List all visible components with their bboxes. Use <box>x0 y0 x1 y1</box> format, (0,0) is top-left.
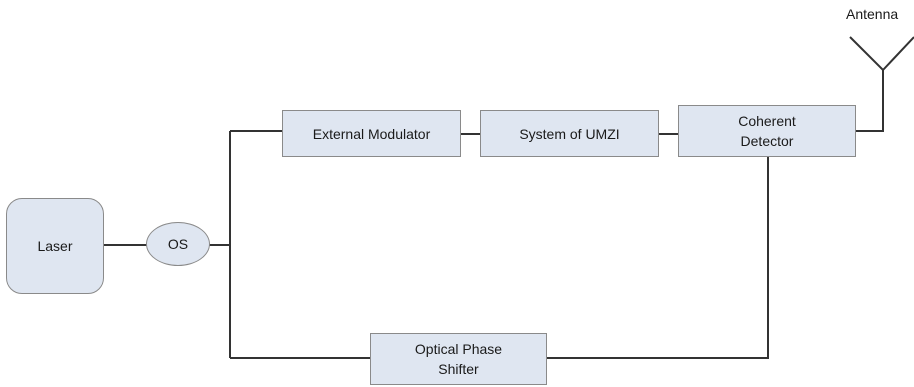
optical-phase-shifter-label: Optical Phase Shifter <box>414 341 503 377</box>
laser-label: Laser <box>37 238 73 254</box>
optical-phase-shifter-block: Optical Phase Shifter <box>370 333 547 385</box>
laser-block: Laser <box>6 198 104 294</box>
wire-phase-shifter-detector <box>546 156 769 359</box>
coherent-detector-label: Coherent Detector <box>738 113 796 149</box>
external-modulator-block: External Modulator <box>282 110 461 157</box>
coherent-detector-block: Coherent Detector <box>678 105 856 157</box>
wire-detector-antenna <box>855 70 884 132</box>
optical-splitter-block: OS <box>146 222 210 266</box>
antenna-icon <box>849 36 914 72</box>
umzi-label: System of UMZI <box>519 125 620 142</box>
antenna-label: Antenna <box>846 6 899 22</box>
external-modulator-label: External Modulator <box>312 125 431 142</box>
os-label: OS <box>167 236 189 252</box>
umzi-block: System of UMZI <box>480 110 659 157</box>
